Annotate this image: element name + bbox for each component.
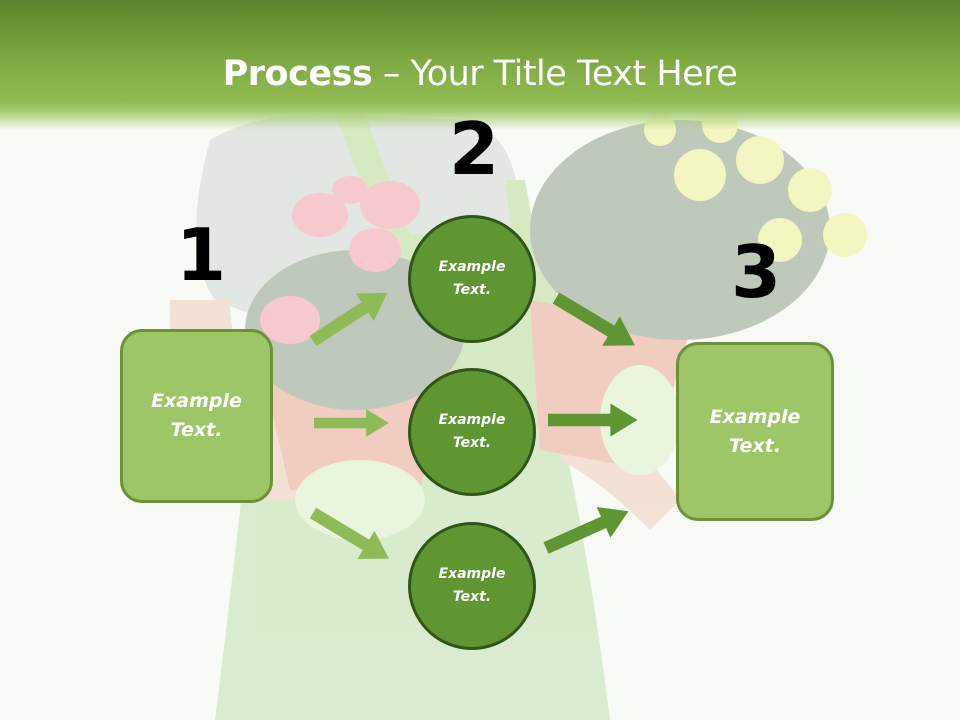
step-2-node-3: Example Text. [408,522,536,650]
node-1-label: Example Text. [438,259,506,298]
step-3-label: Example Text. [709,405,801,457]
step-number-2: 2 [449,107,500,191]
step-3-box: Example Text. [676,342,834,521]
node-2-label: Example Text. [438,412,506,451]
title-rest: – Your Title Text Here [372,54,738,94]
step-number-3: 3 [731,230,782,314]
step-1-box: Example Text. [120,329,273,503]
title-bar [0,0,960,130]
step-2-node-1: Example Text. [408,215,536,343]
slide-title: Process – Your Title Text Here [0,52,960,96]
step-2-node-2: Example Text. [408,368,536,496]
title-bold: Process [222,54,373,94]
step-number-1: 1 [176,213,227,297]
node-3-label: Example Text. [438,566,506,605]
step-1-label: Example Text. [151,390,242,441]
